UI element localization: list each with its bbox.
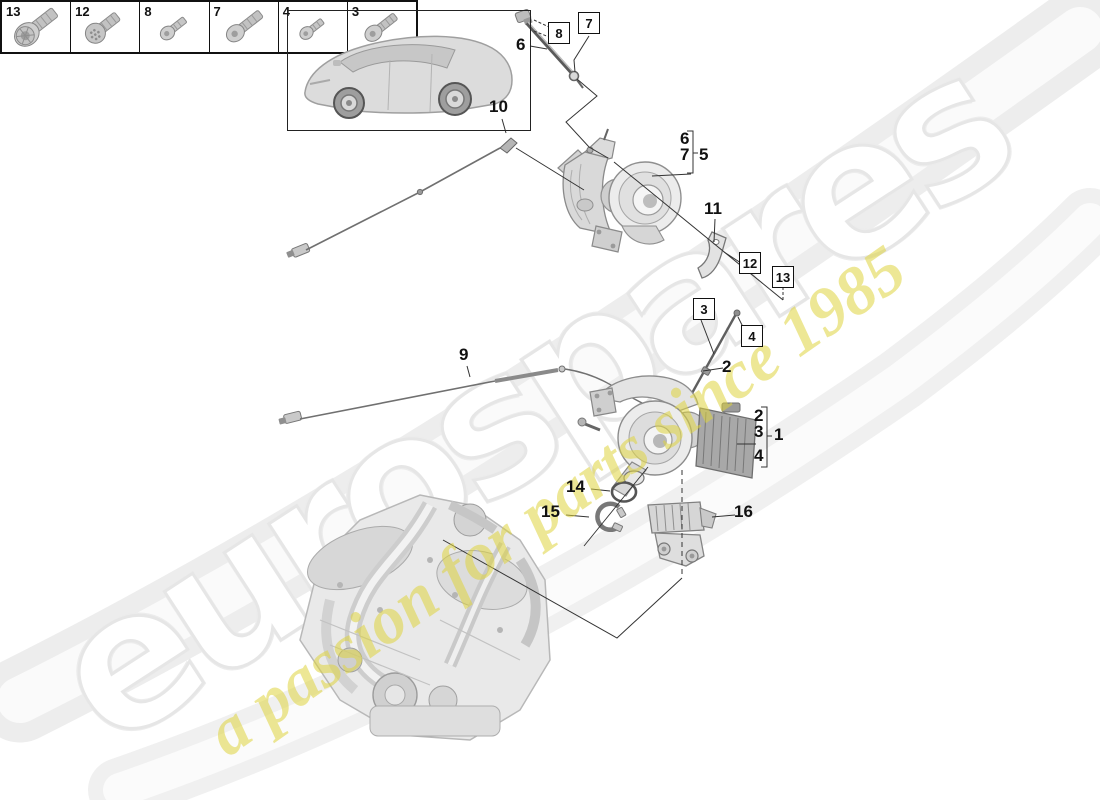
callout-10-cable[interactable]: 10	[489, 97, 508, 116]
legend-number: 8	[144, 4, 152, 19]
lower-turbo-art	[577, 375, 757, 497]
fastener-legend: 13 12	[0, 0, 418, 54]
callout-6-stack[interactable]: 6	[680, 129, 690, 148]
screw-icon	[160, 16, 188, 41]
callout-15-clamp[interactable]: 15	[541, 502, 560, 521]
legend-cell-4[interactable]: 4	[279, 2, 348, 52]
callout-box-7[interactable]: 7	[578, 12, 600, 34]
callout-6-sensor[interactable]: 6	[516, 35, 526, 54]
legend-number: 13	[6, 4, 21, 19]
bracket-11-art	[697, 231, 727, 279]
callout-box-4[interactable]: 4	[741, 325, 763, 347]
screw-icon	[364, 13, 398, 42]
bolt-icon	[14, 7, 58, 47]
screw-icon	[299, 18, 325, 40]
callout-box-3[interactable]: 3	[693, 298, 715, 320]
callout-box-12[interactable]: 12	[739, 252, 761, 274]
legend-cell-12[interactable]: 12	[71, 2, 141, 52]
callout-9-cable[interactable]: 9	[459, 345, 469, 364]
vehicle-thumbnail[interactable]	[287, 10, 531, 131]
clamp-15-art	[595, 501, 627, 533]
legend-number: 12	[75, 4, 90, 19]
legend-cell-13[interactable]: 13	[2, 2, 72, 52]
callout-1-turbo-lower[interactable]: 1	[774, 425, 784, 444]
legend-number: 3	[351, 4, 360, 19]
screw-icon	[225, 10, 263, 43]
callout-5-turbo-upper[interactable]: 5	[699, 145, 709, 164]
bolt-icon	[85, 12, 121, 44]
callout-box-13[interactable]: 13	[772, 266, 794, 288]
legend-cell-8[interactable]: 8	[140, 2, 210, 52]
callout-7-stack[interactable]: 7	[680, 145, 690, 164]
vehicle-art	[304, 35, 513, 119]
leader-lines	[442, 19, 784, 639]
upper-turbo-art	[557, 128, 682, 253]
legend-number: 7	[213, 4, 221, 19]
callout-2-stack[interactable]: 2	[754, 406, 764, 425]
engine-art	[299, 494, 551, 741]
o-ring-14-art	[610, 481, 638, 503]
callout-2-stud[interactable]: 2	[722, 357, 732, 376]
legend-cell-3[interactable]: 3	[348, 2, 416, 52]
callout-14-oring[interactable]: 14	[566, 477, 585, 496]
bracket-16-art	[647, 501, 717, 567]
legend-number: 4	[282, 4, 290, 19]
sensor-cable-10-art	[286, 137, 518, 258]
callout-3-stack[interactable]: 3	[754, 422, 764, 441]
callout-4-stack[interactable]: 4	[754, 446, 764, 465]
callout-16-bracket[interactable]: 16	[734, 502, 753, 521]
callout-11-bracket[interactable]: 11	[704, 199, 722, 218]
callout-box-8[interactable]: 8	[548, 22, 570, 44]
legend-cell-7[interactable]: 7	[210, 2, 279, 52]
